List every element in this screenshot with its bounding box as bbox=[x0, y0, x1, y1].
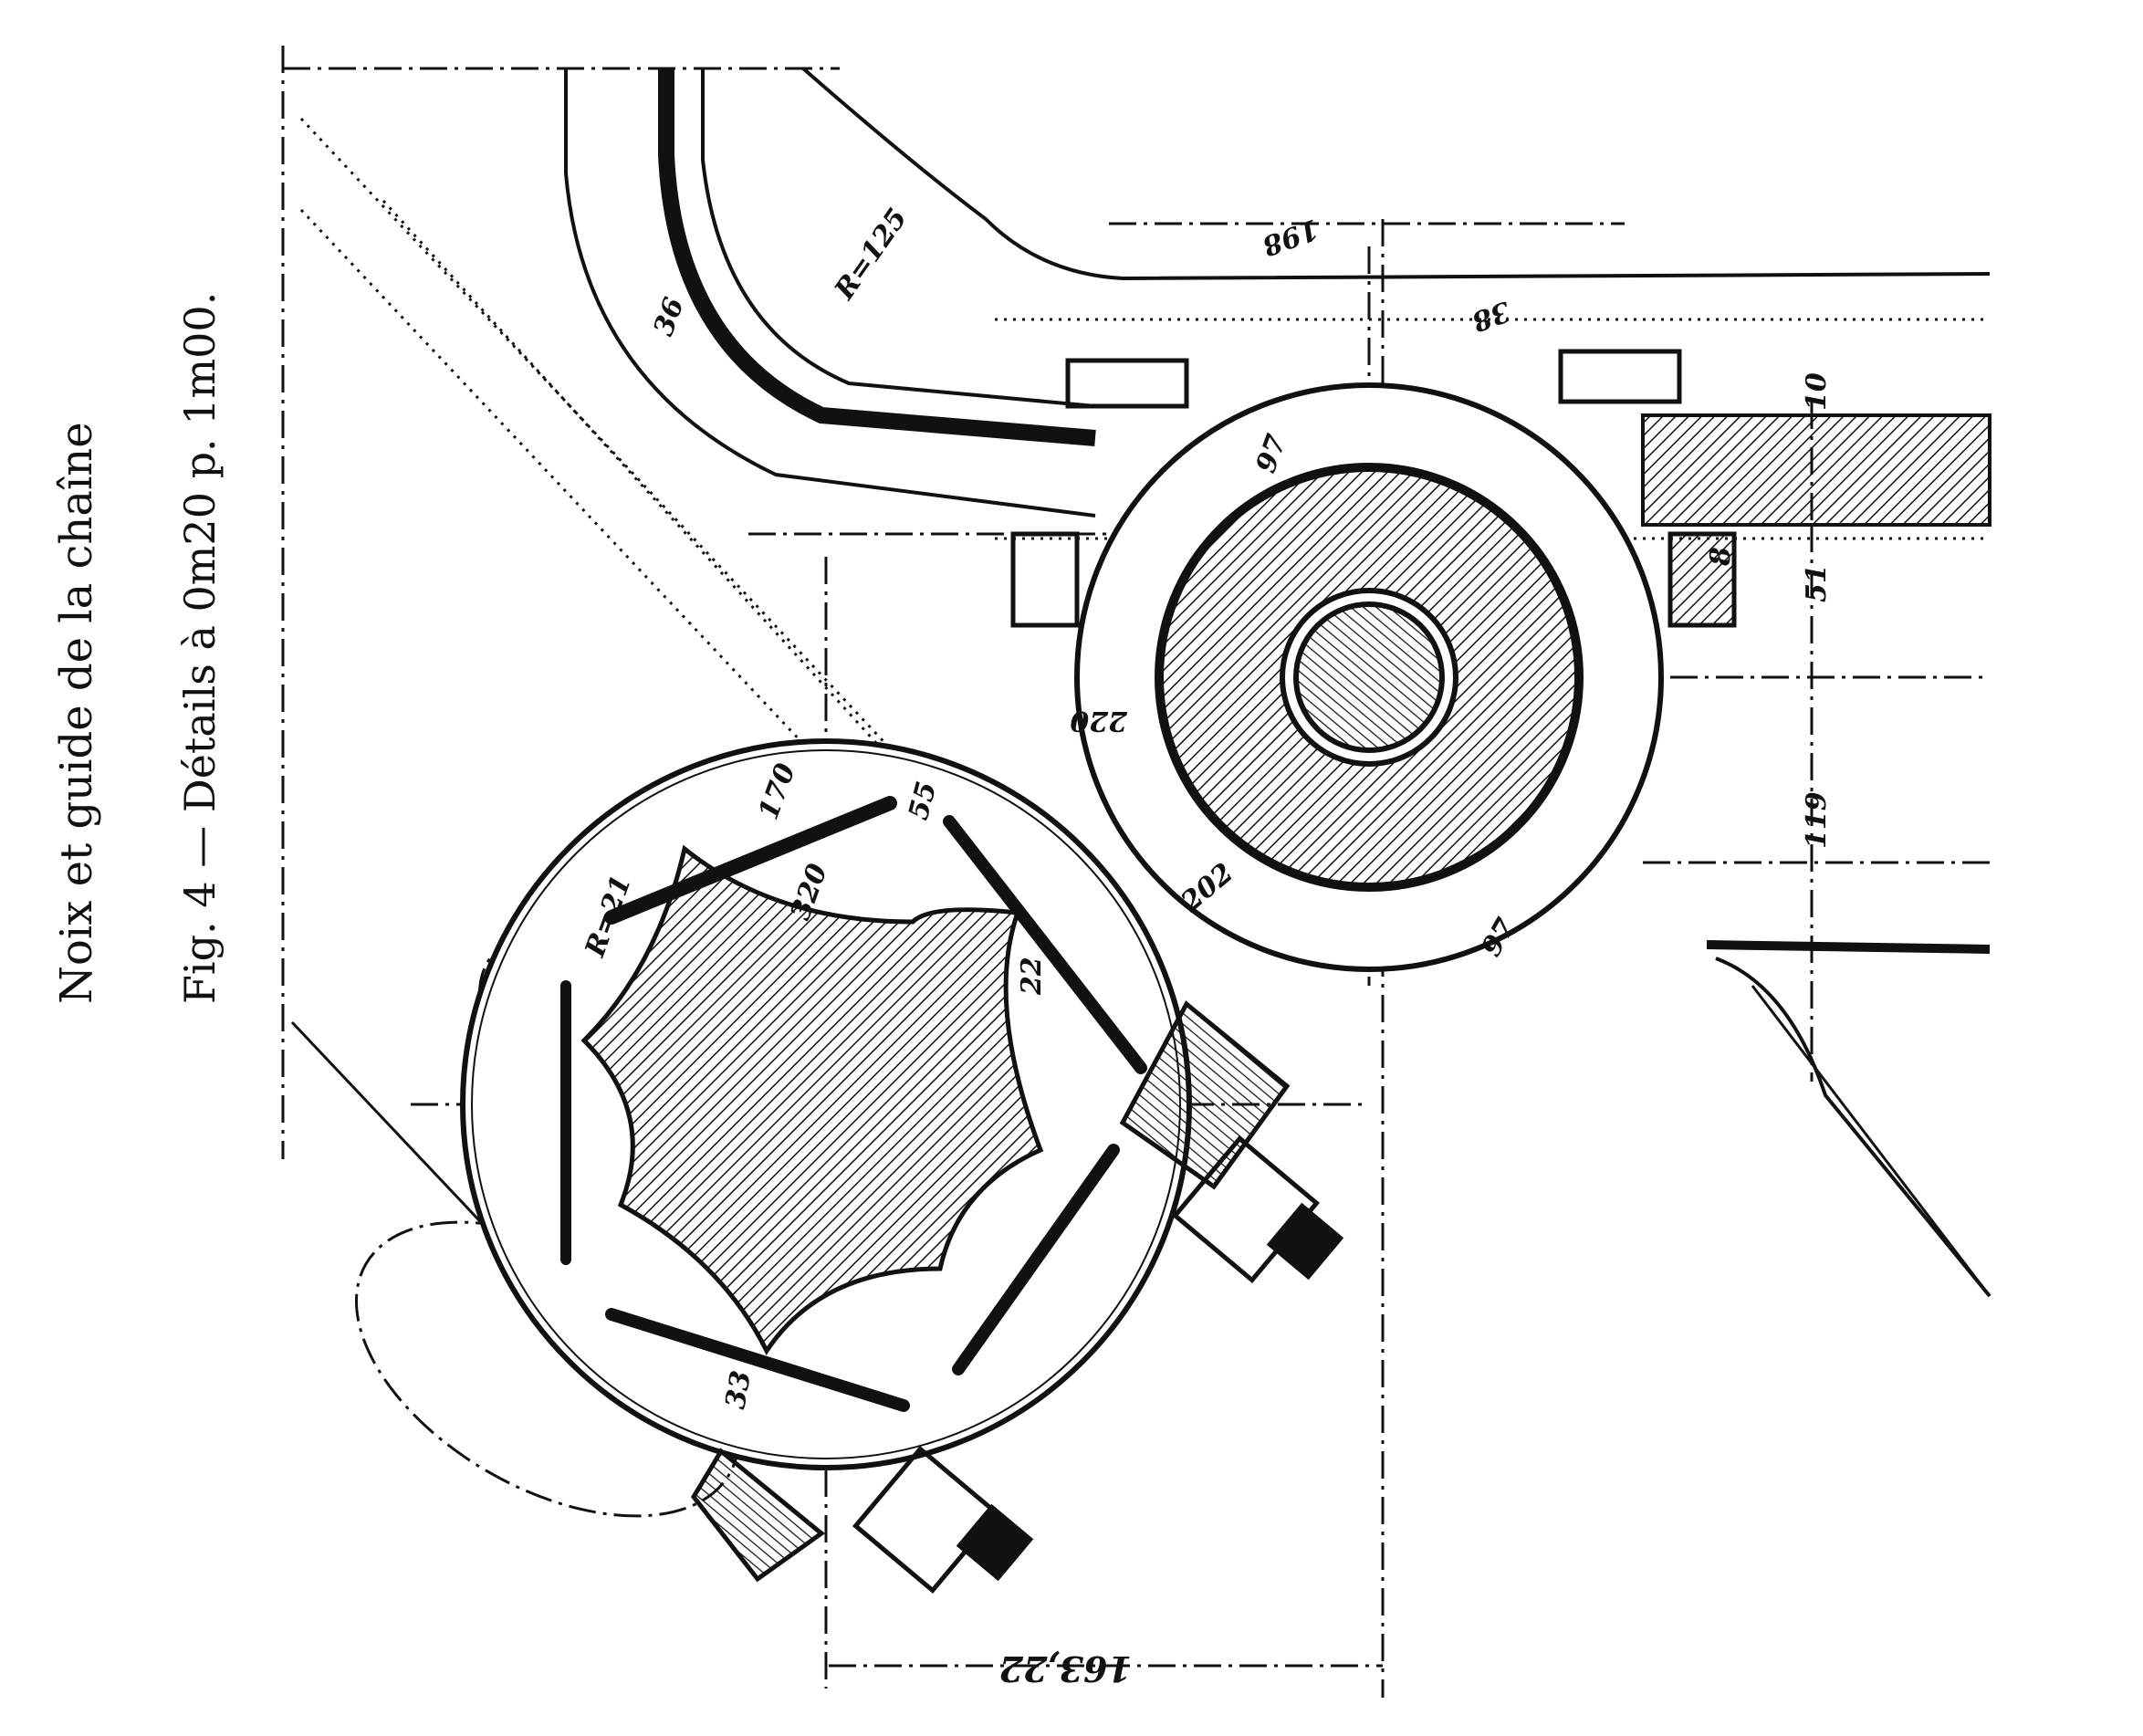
caption-block: Noix et guide de la chaîne Fig. 4 — Déta… bbox=[51, 292, 225, 1004]
dim-220: 220 bbox=[1070, 705, 1128, 737]
figure-subtitle: Fig. 4 — Détails à 0m20 p. 1m00. bbox=[175, 292, 225, 1004]
dimension-lines bbox=[829, 222, 1814, 1668]
sprocket-bolt bbox=[690, 1445, 1034, 1595]
guide-roller bbox=[1074, 382, 1664, 972]
dim-36: 36 bbox=[648, 293, 691, 340]
dim-119: 119 bbox=[1801, 791, 1833, 849]
chain-guide bbox=[564, 67, 1991, 1298]
dim-38: 38 bbox=[1468, 294, 1514, 337]
dim-r125: R=125 bbox=[828, 203, 914, 306]
dim-198: 198 bbox=[1258, 212, 1322, 261]
bolt-head bbox=[1065, 358, 1189, 409]
sprocket-bolt bbox=[1119, 1000, 1344, 1284]
dim-51: 51 bbox=[1801, 564, 1833, 602]
dim-8: 8 bbox=[1705, 547, 1737, 567]
dim-163-22: 163,22 bbox=[999, 1648, 1132, 1689]
bolt-head bbox=[1558, 349, 1682, 404]
dim-10: 10 bbox=[1801, 372, 1833, 411]
rail-section bbox=[1641, 413, 1991, 527]
dim-22: 22 bbox=[1016, 957, 1048, 996]
construction-lines bbox=[281, 46, 1991, 1698]
bolt-head bbox=[1667, 531, 1737, 628]
bolt-head bbox=[1010, 531, 1080, 628]
dim-33: 33 bbox=[719, 1368, 758, 1411]
figure-caption: Noix et guide de la chaîne bbox=[51, 422, 102, 1004]
chain-sprocket bbox=[354, 738, 1344, 1595]
